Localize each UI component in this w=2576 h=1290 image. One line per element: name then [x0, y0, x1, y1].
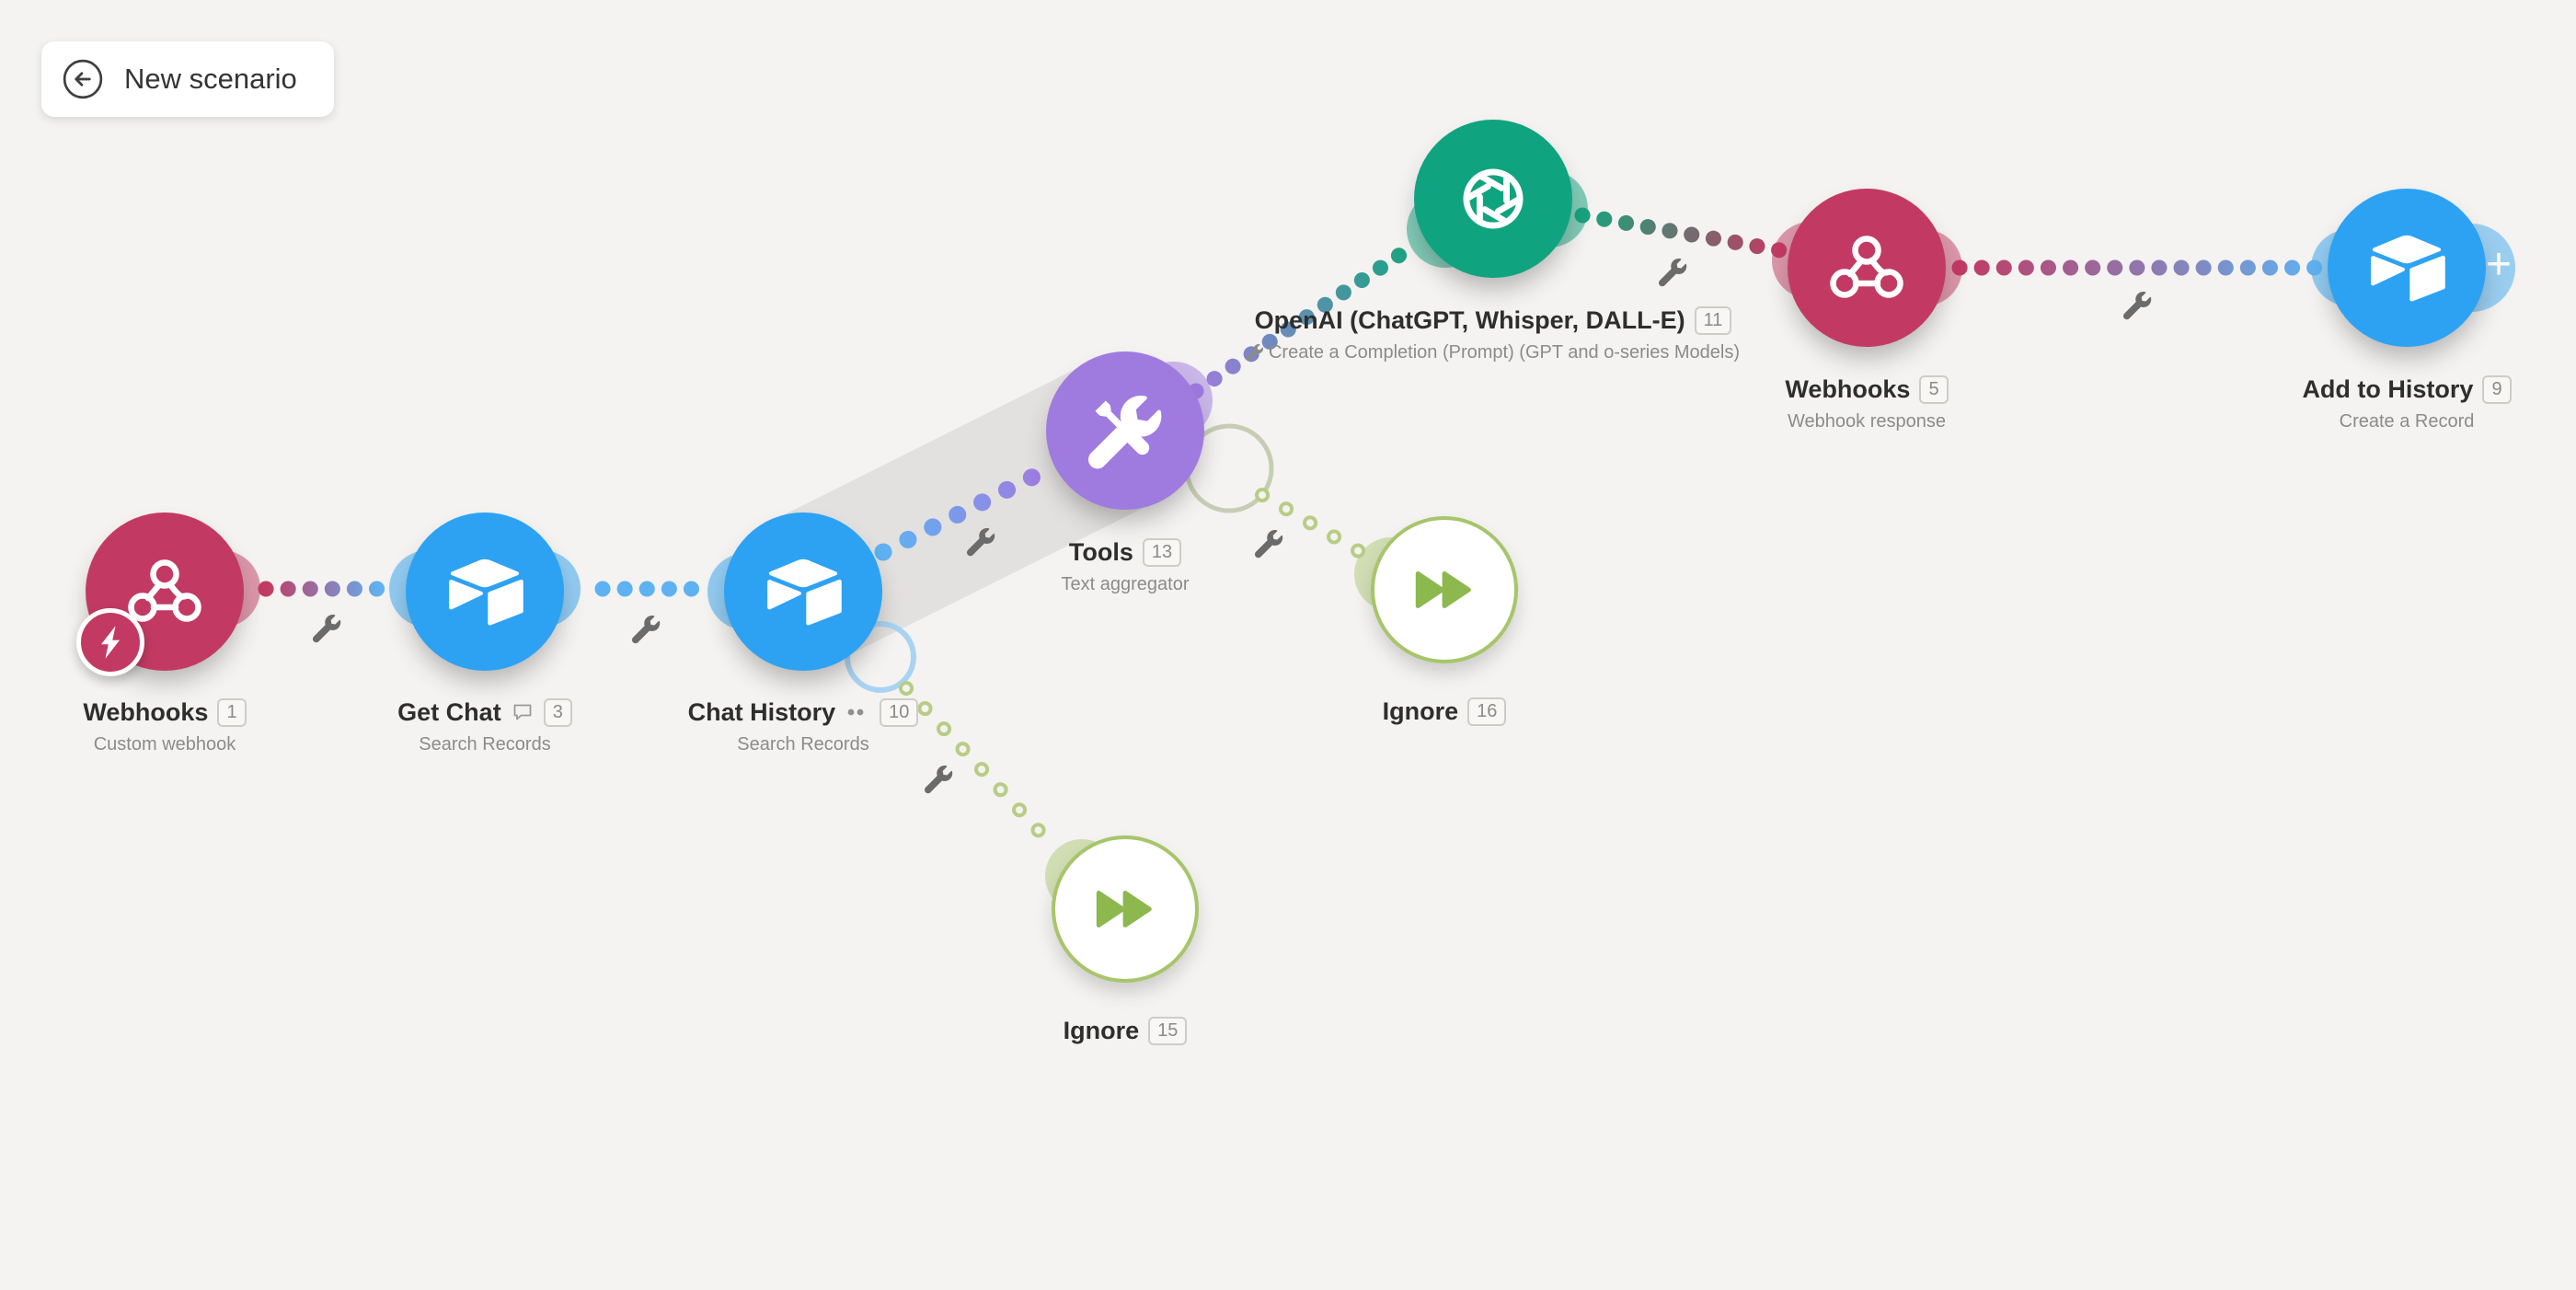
back-arrow-icon: [63, 59, 103, 99]
module-id-badge: 11: [1694, 305, 1732, 335]
connection-tools-to-openai[interactable]: [1188, 238, 1420, 399]
connection-openai-to-webhooks[interactable]: [1574, 207, 1788, 259]
route-settings-wrench-icon[interactable]: [924, 766, 953, 794]
module-subtitle: Custom webhook: [93, 734, 236, 754]
module-id-badge: 13: [1142, 537, 1182, 567]
notes-dots-icon: [845, 707, 870, 718]
module-id-badge: 1: [217, 697, 247, 727]
module-openai-11[interactable]: [1414, 120, 1572, 278]
module-label-block: OpenAI (ChatGPT, Whisper, DALL-E) 11 Cre…: [1171, 305, 1815, 363]
fast-forward-icon: [1088, 872, 1162, 946]
module-id-badge: 3: [543, 697, 572, 727]
module-label-block: Webhooks 1 Custom webhook: [0, 697, 487, 755]
module-label: Webhooks: [83, 698, 209, 726]
module-id-badge: 9: [2482, 374, 2512, 404]
module-label-block: Chat History 10 Search Records: [481, 697, 1125, 755]
module-label: OpenAI (ChatGPT, Whisper, DALL-E): [1254, 306, 1685, 334]
airtable-box-icon: [2362, 230, 2452, 306]
module-label: Get Chat: [397, 698, 501, 726]
route-settings-wrench-icon[interactable]: [312, 615, 341, 643]
module-label-block: Ignore 15: [803, 1016, 1447, 1045]
scenario-header[interactable]: New scenario: [41, 41, 334, 117]
module-label: Webhooks: [1785, 375, 1911, 403]
module-webhooks-5[interactable]: [1788, 189, 1946, 347]
module-add-to-history-9[interactable]: [2328, 189, 2486, 347]
module-label: Tools: [1068, 538, 1133, 566]
module-label-block: Add to History 9 Create a Record: [2085, 374, 2576, 432]
module-id-badge: 16: [1467, 697, 1507, 726]
fast-forward-icon: [1408, 553, 1481, 627]
openai-logo-icon: [1445, 151, 1541, 247]
add-module-plus-icon[interactable]: +: [2485, 240, 2513, 289]
module-subtitle: Create a Record: [2339, 411, 2475, 432]
airtable-box-icon: [440, 554, 530, 630]
module-label-block: Ignore 16: [1122, 697, 1766, 726]
module-id-badge: 10: [880, 697, 919, 727]
scenario-title[interactable]: New scenario: [124, 63, 297, 95]
module-label: Chat History: [687, 698, 836, 726]
instant-trigger-badge: [76, 608, 144, 676]
module-id-badge: 15: [1148, 1016, 1188, 1045]
module-label-block: Tools 13 Text aggregator: [803, 537, 1447, 595]
module-label: Ignore: [1382, 697, 1459, 725]
instant-trigger-lightning-icon: [101, 626, 120, 659]
module-subtitle: Webhook response: [1788, 411, 1946, 432]
module-subtitle: Create a Completion (Prompt) (GPT and o-…: [1268, 342, 1741, 363]
module-tools-13[interactable]: [1046, 351, 1204, 510]
module-label-block: Webhooks 5 Webhook response: [1545, 374, 2189, 432]
module-subtitle: Search Records: [737, 734, 869, 754]
module-ignore-15[interactable]: [1052, 835, 1199, 983]
module-get-chat-3[interactable]: [406, 513, 564, 671]
module-id-badge: 5: [1919, 374, 1949, 404]
module-ignore-16[interactable]: [1371, 516, 1518, 663]
module-webhooks-1[interactable]: [76, 513, 244, 676]
module-subtitle: Text aggregator: [1061, 574, 1190, 594]
connection-chathistory-to-tools[interactable]: [874, 462, 1053, 561]
route-settings-wrench-icon[interactable]: [631, 616, 661, 644]
module-label-block: Get Chat 3 Search Records: [163, 697, 807, 755]
module-chat-history-10[interactable]: [724, 513, 882, 671]
connection-to-ignore-15[interactable]: [899, 681, 1049, 841]
crossed-tools-icon: [1079, 385, 1171, 477]
module-label: Ignore: [1063, 1017, 1140, 1044]
airtable-box-icon: [758, 554, 848, 630]
route-settings-wrench-icon[interactable]: [2122, 292, 2152, 320]
webhook-icon: [119, 546, 211, 638]
webhook-icon: [1821, 222, 1913, 314]
connection-to-ignore-16[interactable]: [1255, 488, 1371, 561]
module-subtitle: Search Records: [419, 734, 551, 754]
subtitle-wrench-icon: [1246, 344, 1263, 361]
module-label: Add to History: [2302, 375, 2474, 403]
route-settings-wrench-icon[interactable]: [1658, 259, 1687, 287]
back-button[interactable]: [62, 58, 104, 100]
comment-bubble-icon: [511, 701, 535, 723]
